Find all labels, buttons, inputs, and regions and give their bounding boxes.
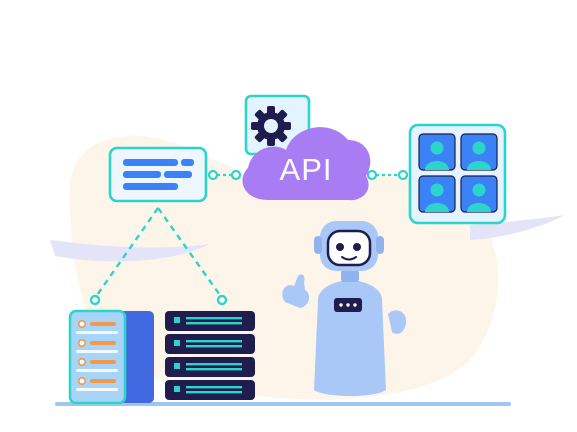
robot-face xyxy=(326,229,372,267)
floor-line xyxy=(55,402,511,406)
cloud-icon: API xyxy=(242,127,371,201)
robot-waving-hand xyxy=(282,274,310,308)
user-tile xyxy=(460,175,498,213)
user-tile xyxy=(460,133,498,171)
server-unit xyxy=(165,334,255,354)
server-slot xyxy=(76,376,118,391)
background-swoosh-left xyxy=(50,240,210,262)
server-unit xyxy=(165,357,255,377)
server-slot xyxy=(76,338,118,353)
robot-body xyxy=(314,280,386,396)
dashed-connectors xyxy=(94,207,223,299)
user-tile xyxy=(418,175,456,213)
server-slot xyxy=(76,357,118,372)
connector-dot xyxy=(216,294,228,306)
document-card-icon xyxy=(108,146,208,203)
background-swoosh-right xyxy=(470,215,565,240)
api-label: API xyxy=(280,152,333,187)
robot-arm xyxy=(388,310,407,334)
server-slot xyxy=(76,319,118,334)
user-grid-icon xyxy=(408,123,507,225)
link-cloud-grid xyxy=(366,169,409,181)
server-stack-icon xyxy=(165,311,255,400)
user-tile xyxy=(418,133,456,171)
connector-dot xyxy=(89,294,101,306)
robot-icon xyxy=(282,221,407,396)
link-card-cloud xyxy=(207,169,242,181)
server-rack-icon xyxy=(68,309,154,405)
server-unit xyxy=(165,380,255,400)
server-unit xyxy=(165,311,255,331)
